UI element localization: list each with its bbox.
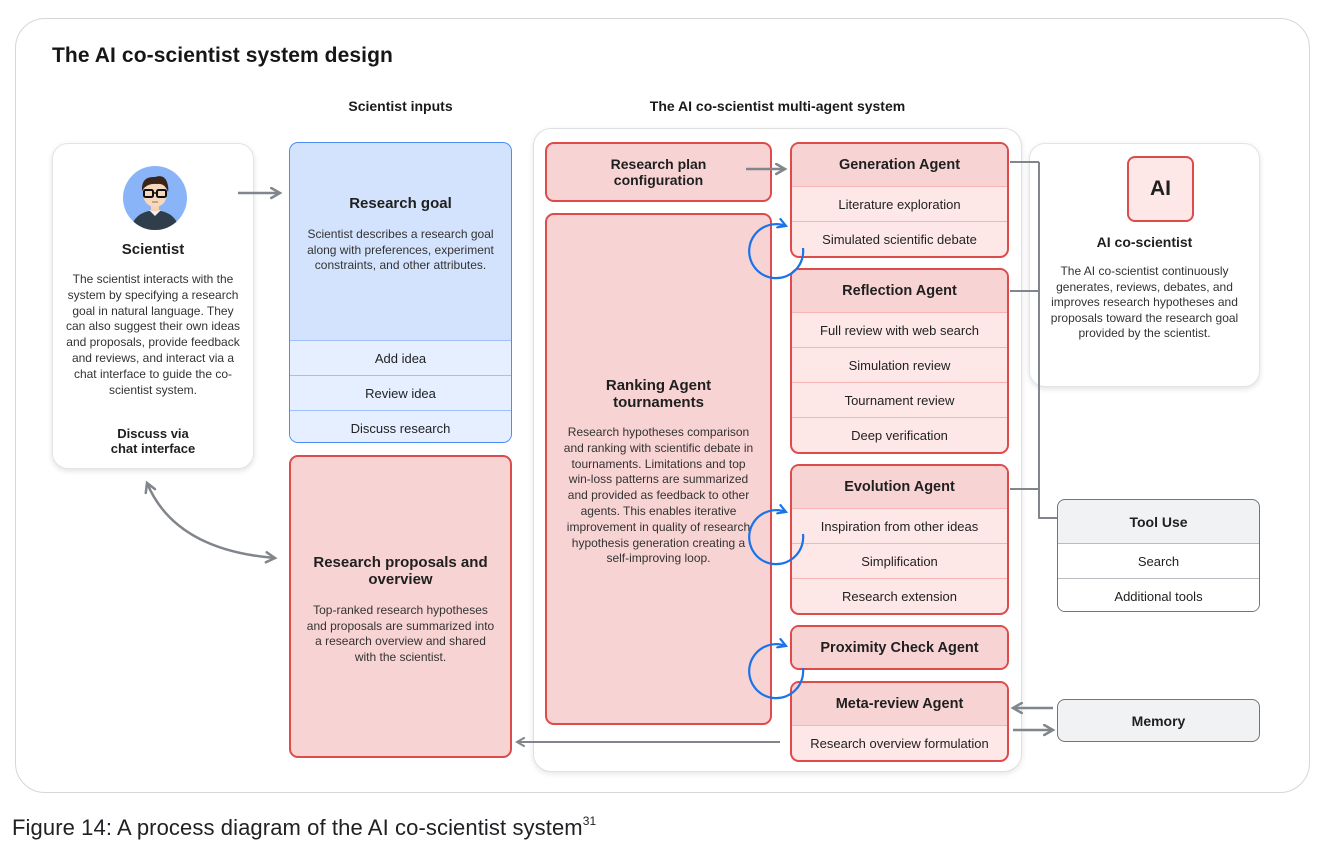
generation-agent-title: Generation Agent <box>792 144 1007 186</box>
scientist-name: Scientist <box>121 241 185 258</box>
ai-co-scientist-card: AI AI co-scientist The AI co-scientist c… <box>1029 143 1260 387</box>
chat-interface-label-line2: chat interface <box>110 441 196 456</box>
scientist-description: The scientist interacts with the system … <box>65 272 241 397</box>
research-plan-configuration-box: Research plan configuration <box>545 142 772 202</box>
evolution-agent-item: Simplification <box>792 543 1007 578</box>
meta-review-agent-box: Meta-review Agent Research overview form… <box>790 681 1009 762</box>
reflection-agent-title: Reflection Agent <box>792 270 1007 312</box>
research-goal-box: Research goal Scientist describes a rese… <box>289 142 512 443</box>
evolution-agent-box: Evolution Agent Inspiration from other i… <box>790 464 1009 615</box>
research-proposals-box: Research proposals and overview Top-rank… <box>289 455 512 758</box>
ai-badge-icon: AI <box>1127 156 1194 222</box>
reflection-agent-box: Reflection Agent Full review with web se… <box>790 268 1009 454</box>
proximity-check-agent-title: Proximity Check Agent <box>792 627 1007 668</box>
ai-co-scientist-description: The AI co-scientist continuously generat… <box>1050 264 1239 340</box>
proximity-check-agent-box: Proximity Check Agent <box>790 625 1009 670</box>
chat-interface-label: Discuss via chat interface <box>53 426 253 456</box>
meta-review-agent-title: Meta-review Agent <box>792 683 1007 725</box>
add-idea-item: Add idea <box>290 340 511 375</box>
memory-box: Memory <box>1057 699 1260 742</box>
reflection-agent-item: Simulation review <box>792 347 1007 382</box>
review-idea-item: Review idea <box>290 375 511 410</box>
ranking-agent-title: Ranking Agent tournaments <box>547 377 770 411</box>
research-proposals-description: Top-ranked research hypotheses and propo… <box>306 603 495 664</box>
chat-interface-label-line1: Discuss via <box>117 426 189 441</box>
research-proposals-title: Research proposals and overview <box>313 554 488 588</box>
scientist-avatar-icon <box>123 166 187 230</box>
tool-use-item: Search <box>1058 543 1259 578</box>
research-goal-title: Research goal <box>349 195 452 212</box>
figure-caption-text: Figure 14: A process diagram of the AI c… <box>12 815 583 840</box>
ai-co-scientist-name: AI co-scientist <box>1096 234 1193 250</box>
evolution-agent-item: Research extension <box>792 578 1007 613</box>
meta-review-agent-item: Research overview formulation <box>792 725 1007 760</box>
research-plan-title-line1: Research plan <box>610 156 707 172</box>
reflection-agent-item: Tournament review <box>792 382 1007 417</box>
generation-agent-item: Literature exploration <box>792 186 1007 221</box>
evolution-agent-item: Inspiration from other ideas <box>792 508 1007 543</box>
figure-caption-footnote: 31 <box>582 814 597 828</box>
tool-use-item: Additional tools <box>1058 578 1259 611</box>
reflection-agent-item: Full review with web search <box>792 312 1007 347</box>
figure-caption: Figure 14: A process diagram of the AI c… <box>12 814 596 841</box>
scientist-card: Scientist The scientist interacts with t… <box>52 143 254 469</box>
column-header-system: The AI co-scientist multi-agent system <box>649 98 906 114</box>
generation-agent-box: Generation Agent Literature exploration … <box>790 142 1009 258</box>
ranking-agent-title-line1: Ranking Agent <box>605 377 712 394</box>
research-plan-title-line2: configuration <box>613 172 704 188</box>
generation-agent-item: Simulated scientific debate <box>792 221 1007 256</box>
column-header-inputs: Scientist inputs <box>348 98 453 114</box>
ranking-agent-title-line2: tournaments <box>613 394 704 411</box>
tool-use-box: Tool Use Search Additional tools <box>1057 499 1260 612</box>
research-goal-description: Scientist describes a research goal alon… <box>307 227 494 272</box>
discuss-research-item: Discuss research <box>290 410 511 442</box>
reflection-agent-item: Deep verification <box>792 417 1007 452</box>
evolution-agent-title: Evolution Agent <box>792 466 1007 508</box>
ranking-agent-box: Ranking Agent tournaments Research hypot… <box>545 213 772 725</box>
diagram-title: The AI co-scientist system design <box>52 44 393 67</box>
ranking-agent-description: Research hypotheses comparison and ranki… <box>563 425 754 566</box>
tool-use-title: Tool Use <box>1129 513 1188 530</box>
